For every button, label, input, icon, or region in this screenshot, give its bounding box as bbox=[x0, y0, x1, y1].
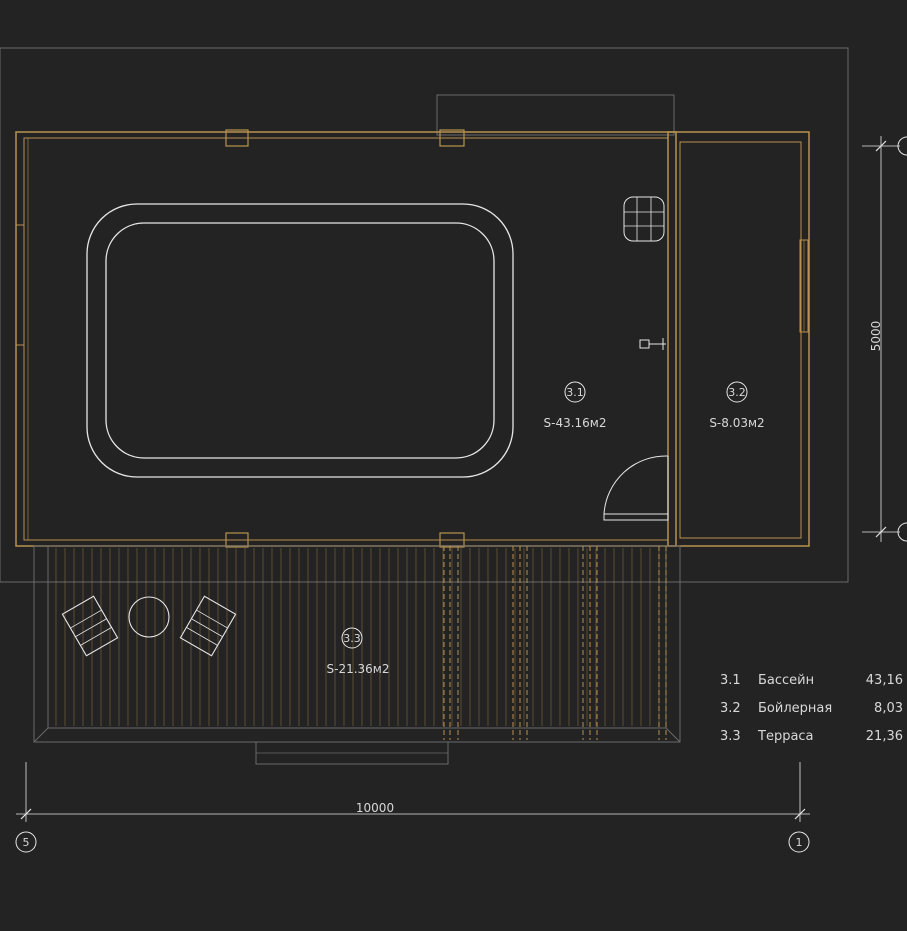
room-legend: 3.1 Бассейн 43,16 3.2 Бойлерная 8,03 3.3… bbox=[720, 673, 903, 744]
tap-icon bbox=[639, 338, 666, 350]
legend-num: 3.2 bbox=[720, 701, 741, 716]
room-3-2-area: S-8.03м2 bbox=[709, 416, 764, 430]
room-marker-3-1: 3.1 S-43.16м2 bbox=[544, 381, 607, 430]
height-dimension: 5000 bbox=[862, 136, 907, 542]
room-3-2-number: 3.2 bbox=[728, 386, 746, 399]
pool-outer bbox=[86, 203, 514, 478]
lounger-right-icon bbox=[179, 595, 237, 657]
legend-area: 8,03 bbox=[874, 701, 903, 716]
pool-inner bbox=[105, 222, 495, 459]
site-boundary bbox=[0, 47, 849, 583]
terrace bbox=[33, 545, 681, 765]
legend-name: Бойлерная bbox=[758, 701, 832, 716]
pool-room-walls bbox=[15, 129, 677, 548]
legend-row: 3.2 Бойлерная 8,03 bbox=[720, 701, 903, 716]
table-icon bbox=[128, 596, 170, 638]
legend-num: 3.3 bbox=[720, 729, 741, 744]
legend-area: 21,36 bbox=[866, 729, 903, 744]
legend-row: 3.3 Терраса 21,36 bbox=[720, 729, 903, 744]
room-3-3-number: 3.3 bbox=[343, 632, 361, 645]
deck-joists bbox=[443, 546, 667, 740]
legend-row: 3.1 Бассейн 43,16 bbox=[720, 673, 903, 688]
axis-left-label: 5 bbox=[23, 836, 30, 849]
boiler-room-walls bbox=[667, 131, 810, 547]
height-dimension-label: 5000 bbox=[869, 321, 883, 352]
armchair-icon bbox=[623, 196, 665, 242]
lounger-left-icon bbox=[61, 595, 119, 657]
door bbox=[603, 455, 669, 521]
axis-marker-right: 1 bbox=[788, 831, 810, 853]
axis-right-label: 1 bbox=[796, 836, 803, 849]
room-3-1-number: 3.1 bbox=[566, 386, 584, 399]
room-marker-3-3: 3.3 S-21.36м2 bbox=[327, 627, 390, 676]
room-3-1-area: S-43.16м2 bbox=[544, 416, 607, 430]
legend-name: Терраса bbox=[757, 729, 814, 744]
legend-num: 3.1 bbox=[720, 673, 741, 688]
width-dimension: 10000 bbox=[16, 762, 810, 822]
width-dimension-label: 10000 bbox=[356, 801, 394, 815]
legend-name: Бассейн bbox=[758, 673, 814, 688]
room-3-3-area: S-21.36м2 bbox=[327, 662, 390, 676]
room-marker-3-2: 3.2 S-8.03м2 bbox=[709, 381, 765, 430]
axis-marker-left: 5 bbox=[15, 831, 37, 853]
entrance-canopy bbox=[436, 94, 675, 136]
legend-area: 43,16 bbox=[866, 673, 903, 688]
